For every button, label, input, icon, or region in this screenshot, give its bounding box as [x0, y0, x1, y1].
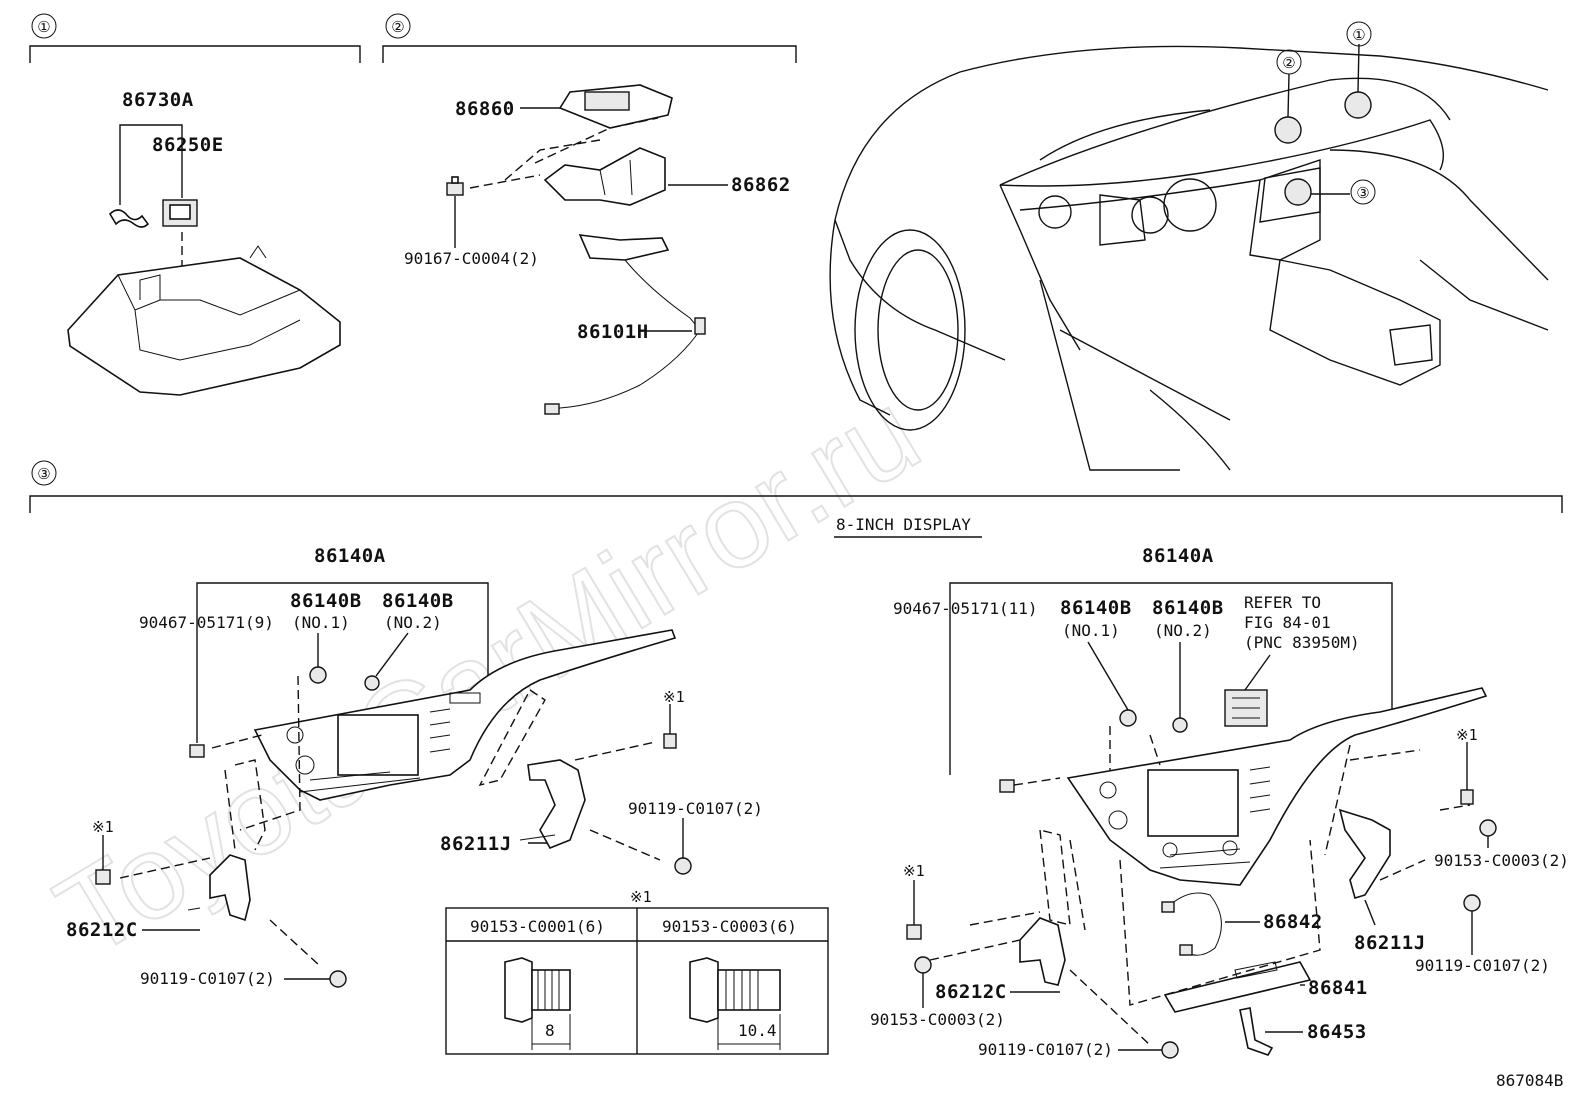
section-3-left: 86140A 90467-05171(9) 86140B (NO.1) 8614… — [66, 545, 763, 988]
label-86140B-no2-left: 86140B — [382, 590, 454, 612]
label-86101H: 86101H — [577, 321, 649, 343]
label-86250E: 86250E — [152, 134, 224, 156]
section-2-number: ② — [391, 18, 404, 36]
bolt-90153-C0003-drawing — [689, 957, 781, 1050]
label-90167-C0004: 90167-C0004(2) — [404, 249, 539, 268]
label-no1-left: (NO.1) — [292, 613, 350, 632]
label-86140B-no1-left: 86140B — [290, 590, 362, 612]
bolt-mark1-top-left — [663, 704, 677, 749]
section-1: 86730A 86250E — [67, 89, 341, 396]
section-2-header: ② — [382, 13, 797, 63]
label-86212C-right: 86212C — [935, 981, 1007, 1003]
mark-1-right-a: ※1 — [1456, 726, 1478, 744]
vehicle-callout-1: ① — [1352, 26, 1365, 44]
section-1-number: ① — [37, 18, 50, 36]
bolt-90153-C0001-drawing — [504, 957, 571, 1050]
label-90467-05171-right: 90467-05171(11) — [893, 599, 1038, 618]
bolt-90119-left-b — [329, 970, 347, 988]
bolt-table-col2: 90153-C0003(6) — [662, 917, 797, 936]
dome-lamp-housing — [67, 245, 341, 396]
bolt-90153-right-b — [914, 956, 932, 1008]
mark-1-right-b: ※1 — [903, 862, 925, 880]
bolt-length-10-4: 10.4 — [738, 1021, 777, 1040]
vehicle-callout-2: ② — [1282, 54, 1295, 72]
section-3-right: 8-INCH DISPLAY 86140A 90467-05171(11) 86… — [834, 515, 1569, 1059]
bracket-86862 — [543, 147, 666, 206]
bolt-mark1-low-left — [95, 835, 111, 885]
bolt-90119-right-a — [1463, 894, 1481, 955]
sensor-86860 — [558, 84, 673, 129]
section-2: 86860 86862 90167-C0004(2) 86101H — [404, 84, 791, 415]
label-90153-C0003-right-a: 90153-C0003(2) — [1434, 851, 1569, 870]
mark-1-left-b: ※1 — [92, 818, 114, 836]
section-3-number: ③ — [37, 465, 50, 483]
label-90119-C0107-left-a: 90119-C0107(2) — [628, 799, 763, 818]
mark-1-left-a: ※1 — [663, 688, 685, 706]
subtitle-8-inch-display: 8-INCH DISPLAY — [836, 515, 971, 534]
clip-90467-left — [189, 744, 205, 758]
bracket-86212C-right — [1019, 917, 1066, 986]
bolt-length-8: 8 — [545, 1021, 555, 1040]
clip-86140B-no1-left — [309, 666, 327, 684]
label-86842: 86842 — [1263, 911, 1323, 933]
label-86862: 86862 — [731, 174, 791, 196]
label-90153-C0003-right-b: 90153-C0003(2) — [870, 1010, 1005, 1029]
label-90119-C0107-right-b: 90119-C0107(2) — [978, 1040, 1113, 1059]
label-no2-right: (NO.2) — [1154, 621, 1212, 640]
bracket-86211J-right — [1338, 808, 1391, 900]
section-3-header: ③ — [29, 460, 1563, 513]
display-panel-86140A-right — [1066, 687, 1488, 886]
label-86730A: 86730A — [122, 89, 194, 111]
refer-line-3: (PNC 83950M) — [1244, 633, 1360, 652]
label-86140A-left: 86140A — [314, 545, 386, 567]
label-90119-C0107-right-a: 90119-C0107(2) — [1415, 956, 1550, 975]
label-86212C-left: 86212C — [66, 919, 138, 941]
refer-line-2: FIG 84-01 — [1244, 613, 1331, 632]
clip-86140B-no2-right — [1172, 717, 1188, 733]
label-86140B-no2-right: 86140B — [1152, 597, 1224, 619]
bolt-mark1-top-right — [1460, 742, 1474, 805]
label-86841: 86841 — [1308, 977, 1368, 999]
bracket-86453 — [1239, 1007, 1274, 1056]
bolt-90167 — [446, 176, 464, 196]
clip-86140B-no2-left — [364, 675, 380, 691]
module-86841 — [1163, 961, 1312, 1013]
label-86211J-left: 86211J — [440, 833, 512, 855]
connector-83950M — [1224, 689, 1268, 727]
diagram-id: 867084B — [1496, 1071, 1563, 1090]
clip-86140B-no1-right — [1119, 709, 1137, 727]
section-1-header: ① — [29, 13, 361, 63]
bracket-86211J-left — [519, 759, 586, 850]
label-90467-05171-left: 90467-05171(9) — [139, 613, 274, 632]
bolt-table-col1: 90153-C0001(6) — [470, 917, 605, 936]
refer-line-1: REFER TO — [1244, 593, 1321, 612]
bolt-table-mark: ※1 — [630, 888, 652, 906]
label-86211J-right: 86211J — [1354, 932, 1426, 954]
label-86140A-right: 86140A — [1142, 545, 1214, 567]
harness-86101H — [544, 234, 706, 415]
vehicle-interior-illustration: ① ② ③ — [829, 21, 1549, 471]
bolt-90119-left-a — [674, 818, 692, 875]
bolt-spec-table: ※1 90153-C0001(6) 90153-C0003(6) 8 10.4 — [445, 888, 829, 1055]
label-90119-C0107-left-b: 90119-C0107(2) — [140, 969, 275, 988]
switch-86250E — [162, 199, 198, 227]
harness-86842 — [1161, 892, 1222, 956]
label-86453: 86453 — [1307, 1021, 1367, 1043]
label-86860: 86860 — [455, 98, 515, 120]
display-panel-86140A-left — [253, 629, 677, 801]
label-86140B-no1-right: 86140B — [1060, 597, 1132, 619]
bracket-86212C-left — [187, 854, 251, 922]
vehicle-callout-3: ③ — [1356, 184, 1369, 202]
bolt-90119-right-b — [1161, 1041, 1179, 1059]
bolt-mark1-low-right — [906, 880, 922, 940]
label-no1-right: (NO.1) — [1062, 621, 1120, 640]
wire-harness-86730A — [108, 209, 150, 228]
label-no2-left: (NO.2) — [384, 613, 442, 632]
bolt-90153-right-a — [1479, 819, 1497, 848]
clip-90467-right — [999, 779, 1015, 793]
